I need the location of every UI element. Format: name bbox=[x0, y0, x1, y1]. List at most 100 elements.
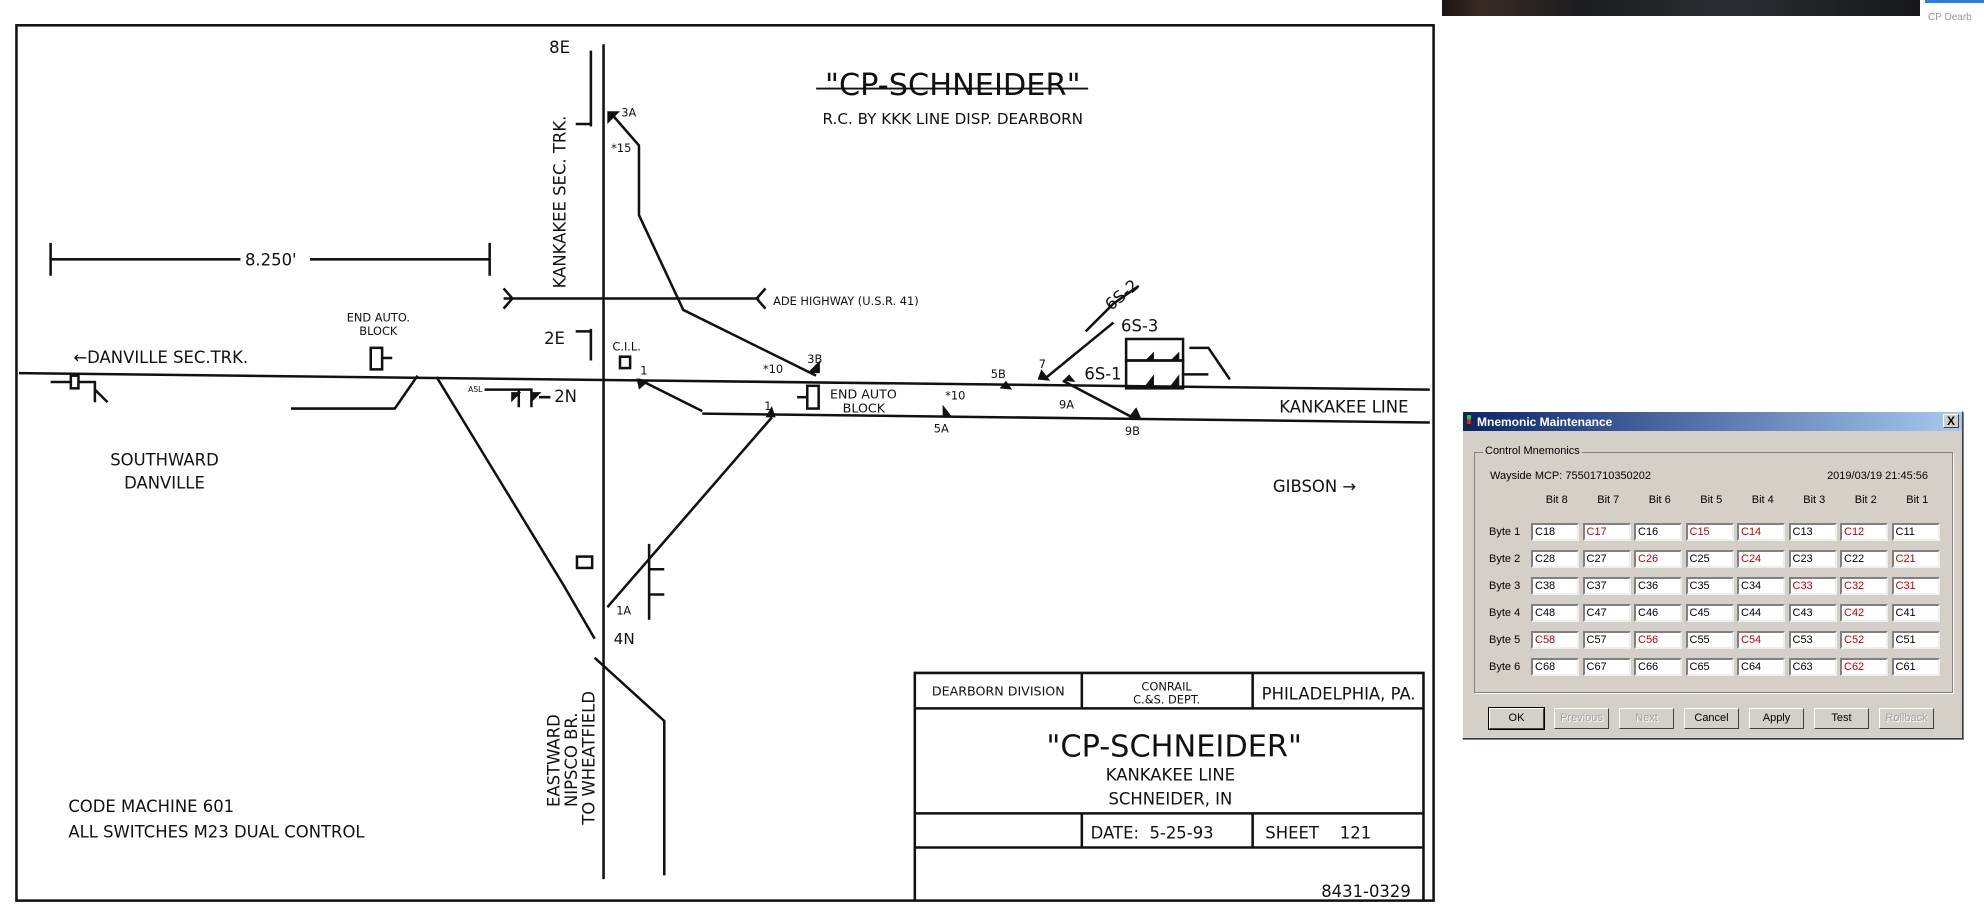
mnemonic-field[interactable]: C51 bbox=[1891, 630, 1940, 649]
mnemonic-field[interactable]: C67 bbox=[1582, 657, 1631, 676]
label-5b: 5B bbox=[991, 367, 1006, 381]
mnemonic-field[interactable]: C11 bbox=[1891, 522, 1940, 541]
background-tab-label[interactable]: CP Dearb bbox=[1928, 12, 1972, 23]
tb-conrail: CONRAIL bbox=[1141, 680, 1192, 694]
mnemonic-field[interactable]: C55 bbox=[1685, 630, 1734, 649]
bit-header: Bit 6 bbox=[1648, 494, 1671, 506]
mnemonic-field[interactable]: C45 bbox=[1685, 603, 1734, 622]
label-6s-2: 6S-2 bbox=[1101, 276, 1142, 315]
mnemonic-field[interactable]: C25 bbox=[1685, 549, 1734, 568]
dimension-label: 8.250' bbox=[245, 251, 297, 270]
apply-button[interactable]: Apply bbox=[1749, 708, 1804, 729]
mnemonic-field[interactable]: C36 bbox=[1634, 576, 1682, 595]
mnemonic-field[interactable]: C64 bbox=[1737, 657, 1785, 676]
mnemonic-field[interactable]: C37 bbox=[1582, 576, 1631, 595]
label-15: *15 bbox=[611, 141, 631, 155]
label-danville: DANVILLE bbox=[124, 473, 205, 492]
mnemonic-field[interactable]: C61 bbox=[1891, 657, 1940, 676]
mnemonic-field[interactable]: C48 bbox=[1531, 603, 1579, 622]
label-end-auto-block-2: BLOCK bbox=[359, 324, 398, 338]
mnemonic-field[interactable]: C65 bbox=[1685, 657, 1734, 676]
label-switches: ALL SWITCHES M23 DUAL CONTROL bbox=[68, 822, 365, 841]
test-button[interactable]: Test bbox=[1814, 708, 1869, 729]
mnemonic-field[interactable]: C54 bbox=[1737, 630, 1785, 649]
mnemonic-field[interactable]: C42 bbox=[1840, 603, 1888, 622]
mnemonic-field[interactable]: C16 bbox=[1634, 522, 1682, 541]
bit-header: Bit 7 bbox=[1597, 494, 1620, 506]
label-2e: 2E bbox=[544, 329, 565, 348]
dialog-titlebar[interactable]: Mnemonic Maintenance X bbox=[1463, 412, 1962, 431]
mnemonic-field[interactable]: C24 bbox=[1737, 549, 1785, 568]
mnemonic-field[interactable]: C13 bbox=[1788, 522, 1837, 541]
mnemonic-field[interactable]: C33 bbox=[1788, 576, 1837, 595]
background-tab-accent bbox=[1925, 0, 1984, 3]
mnemonic-field[interactable]: C21 bbox=[1891, 549, 1940, 568]
mnemonic-field[interactable]: C28 bbox=[1531, 549, 1579, 568]
mnemonic-field[interactable]: C44 bbox=[1737, 603, 1785, 622]
label-1a: 1A bbox=[616, 604, 631, 618]
label-8e: 8E bbox=[549, 38, 570, 57]
label-southward: SOUTHWARD bbox=[110, 450, 219, 469]
mnemonic-field[interactable]: C26 bbox=[1634, 549, 1682, 568]
mnemonic-field[interactable]: C31 bbox=[1891, 576, 1940, 595]
mnemonic-field[interactable]: C58 bbox=[1531, 630, 1579, 649]
mnemonic-field[interactable]: C14 bbox=[1737, 522, 1785, 541]
mnemonic-field[interactable]: C62 bbox=[1840, 657, 1888, 676]
label-end-auto-block: END AUTO. bbox=[347, 310, 410, 324]
mnemonic-field[interactable]: C35 bbox=[1685, 576, 1734, 595]
mnemonic-field[interactable]: C38 bbox=[1531, 576, 1579, 595]
label-cil: C.I.L. bbox=[612, 339, 640, 353]
tb-place: SCHNEIDER, IN bbox=[1108, 789, 1232, 808]
signal-app-icon bbox=[1467, 415, 1471, 428]
previous-button[interactable]: Previous bbox=[1554, 708, 1609, 729]
tb-line: KANKAKEE LINE bbox=[1106, 765, 1235, 784]
close-button[interactable]: X bbox=[1943, 414, 1959, 428]
label-9a: 9A bbox=[1059, 398, 1074, 412]
byte-label: Byte 2 bbox=[1489, 552, 1521, 565]
mnemonic-field[interactable]: C22 bbox=[1840, 549, 1888, 568]
tb-dept: C.&S. DEPT. bbox=[1133, 692, 1200, 706]
label-code-machine: CODE MACHINE 601 bbox=[68, 797, 234, 816]
label-wheatfield: TO WHEATFIELD bbox=[580, 691, 599, 826]
label-gibson: GIBSON → bbox=[1273, 477, 1356, 496]
mnemonic-field[interactable]: C34 bbox=[1737, 576, 1785, 595]
label-kankakee-line: KANKAKEE LINE bbox=[1279, 397, 1408, 416]
mnemonic-field[interactable]: C46 bbox=[1634, 603, 1682, 622]
mnemonic-field[interactable]: C63 bbox=[1788, 657, 1837, 676]
mnemonic-field[interactable]: C68 bbox=[1531, 657, 1579, 676]
drawing-border bbox=[15, 24, 1435, 902]
cancel-button[interactable]: Cancel bbox=[1684, 708, 1739, 729]
mnemonic-field[interactable]: C56 bbox=[1634, 630, 1682, 649]
rollback-button[interactable]: Rollback bbox=[1879, 708, 1934, 729]
mnemonic-field[interactable]: C47 bbox=[1582, 603, 1631, 622]
label-10a: *10 bbox=[763, 362, 783, 376]
mnemonic-field[interactable]: C57 bbox=[1582, 630, 1631, 649]
label-7: 7 bbox=[1039, 357, 1046, 371]
mnemonic-field[interactable]: C66 bbox=[1634, 657, 1682, 676]
group-label: Control Mnemonics bbox=[1483, 445, 1582, 457]
next-button[interactable]: Next bbox=[1619, 708, 1674, 729]
tb-division: DEARBORN DIVISION bbox=[932, 684, 1065, 699]
mnemonic-field[interactable]: C23 bbox=[1788, 549, 1837, 568]
label-nipsco: NIPSCO BR. bbox=[562, 713, 581, 807]
bit-header: Bit 5 bbox=[1700, 494, 1723, 506]
mnemonic-field[interactable]: C53 bbox=[1788, 630, 1837, 649]
mnemonic-field[interactable]: C18 bbox=[1531, 522, 1579, 541]
mnemonic-field[interactable]: C17 bbox=[1582, 522, 1631, 541]
mnemonic-field[interactable]: C43 bbox=[1788, 603, 1837, 622]
bit-header: Bit 1 bbox=[1906, 494, 1929, 506]
mnemonic-field[interactable]: C52 bbox=[1840, 630, 1888, 649]
tb-drawing-number: 8431-0329 bbox=[1321, 882, 1411, 901]
mnemonic-field[interactable]: C12 bbox=[1840, 522, 1888, 541]
ok-button[interactable]: OK bbox=[1488, 707, 1545, 730]
wayside-mcp: Wayside MCP: 75501710350202 bbox=[1490, 470, 1652, 482]
background-video-thumbnail bbox=[1442, 0, 1920, 16]
mnemonic-field[interactable]: C41 bbox=[1891, 603, 1940, 622]
label-end-auto-2: END AUTO bbox=[830, 386, 897, 401]
label-4n: 4N bbox=[614, 630, 635, 648]
mnemonic-field[interactable]: C32 bbox=[1840, 576, 1888, 595]
mnemonic-field[interactable]: C27 bbox=[1582, 549, 1631, 568]
mnemonic-field[interactable]: C15 bbox=[1685, 522, 1734, 541]
